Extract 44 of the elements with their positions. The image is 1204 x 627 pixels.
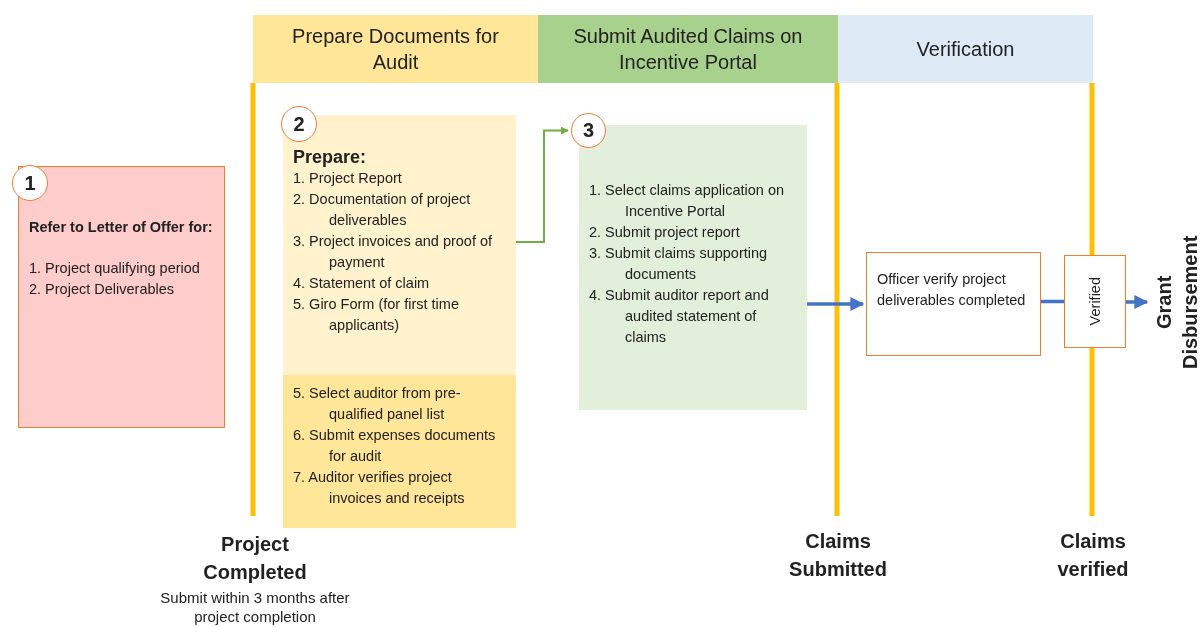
list-item: 1. Select claims application on Incentive Portal <box>589 181 786 221</box>
phase-title: Verification <box>916 37 1015 62</box>
phase-header <box>253 15 538 83</box>
outcome-label: Grant Disbursement <box>1152 234 1202 371</box>
step-number-circle <box>281 106 317 142</box>
arrow <box>1126 295 1149 309</box>
step-box <box>283 115 516 375</box>
step-number: 1 <box>24 171 36 195</box>
list-item: 3. Submit claims supporting documents <box>589 244 769 284</box>
list-item: 3. Project invoices and proof of payment <box>293 232 494 272</box>
list-item: 2. Submit project report <box>589 223 741 242</box>
list-item: 2. Project Deliverables <box>29 280 176 299</box>
arrow <box>515 126 569 243</box>
step-number: 3 <box>582 119 595 142</box>
phase-header <box>838 15 1093 83</box>
box-heading: Refer to Letter of Offer for: <box>29 218 214 237</box>
step-box <box>866 252 1041 356</box>
status-box <box>1064 255 1126 348</box>
step-number: 2 <box>293 112 305 136</box>
step-box <box>579 125 807 410</box>
list-item: 2. Documentation of project deliverables <box>293 190 472 230</box>
box-heading: Prepare: <box>293 147 368 168</box>
step-number-circle <box>12 165 48 201</box>
milestone-label: Claims verified <box>1056 529 1130 582</box>
milestone-label: Project Completed <box>202 532 308 585</box>
status-text: Verified <box>1087 277 1103 326</box>
list-item: 5. Select auditor from pre-qualified panel list <box>293 384 462 424</box>
step-box <box>283 375 516 528</box>
phase-title: Prepare Documents for Audit <box>291 24 500 75</box>
list-item: 7. Auditor verifies project invoices and receipts <box>293 468 466 508</box>
step-box <box>18 166 225 428</box>
list-item: 1. Project Report <box>293 169 403 188</box>
box-text: Officer verify project deliverables completed <box>877 270 1027 310</box>
step-number-circle <box>571 113 606 148</box>
list-item: 4. Submit auditor report and audited statement of claims <box>589 286 770 347</box>
milestone-note: Submit within 3 months after project completion <box>159 588 351 626</box>
milestone-label: Claims Submitted <box>788 529 888 582</box>
list-item: 1. Project qualifying period <box>29 259 201 278</box>
phase-title: Submit Audited Claims on Incentive Portal <box>572 24 804 75</box>
arrow <box>807 297 865 311</box>
list-item: 6. Submit expenses documents for audit <box>293 426 497 466</box>
list-item: 4. Statement of claim <box>293 274 431 293</box>
phase-header <box>538 15 838 83</box>
list-item: 5. Giro Form (for first time applicants) <box>293 295 460 335</box>
